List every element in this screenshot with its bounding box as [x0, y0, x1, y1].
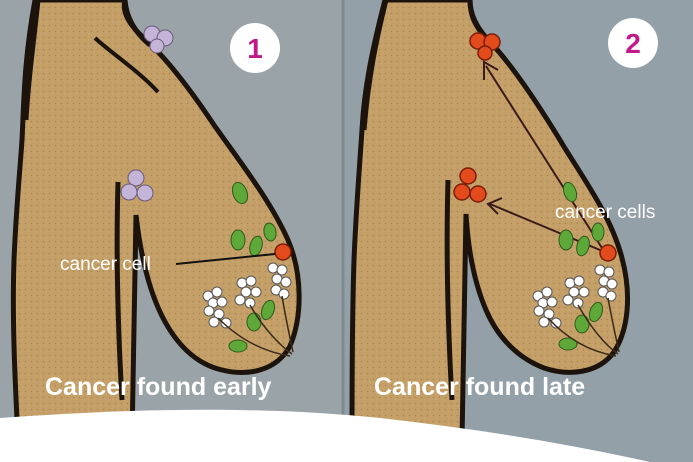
caption-2: Cancer found late: [374, 373, 585, 401]
cancer-cells-label-2: cancer cells: [555, 202, 655, 223]
cancer-cell-1: [275, 244, 291, 260]
badge-2-number: 2: [625, 28, 641, 59]
cancer-cell-2: [600, 245, 616, 261]
cancer-cell-label-1: cancer cell: [60, 254, 151, 275]
panel-1: cancer cell 1 Cancer found early: [13, 0, 299, 440]
caption-1: Cancer found early: [45, 373, 272, 401]
badge-1-number: 1: [247, 33, 263, 64]
